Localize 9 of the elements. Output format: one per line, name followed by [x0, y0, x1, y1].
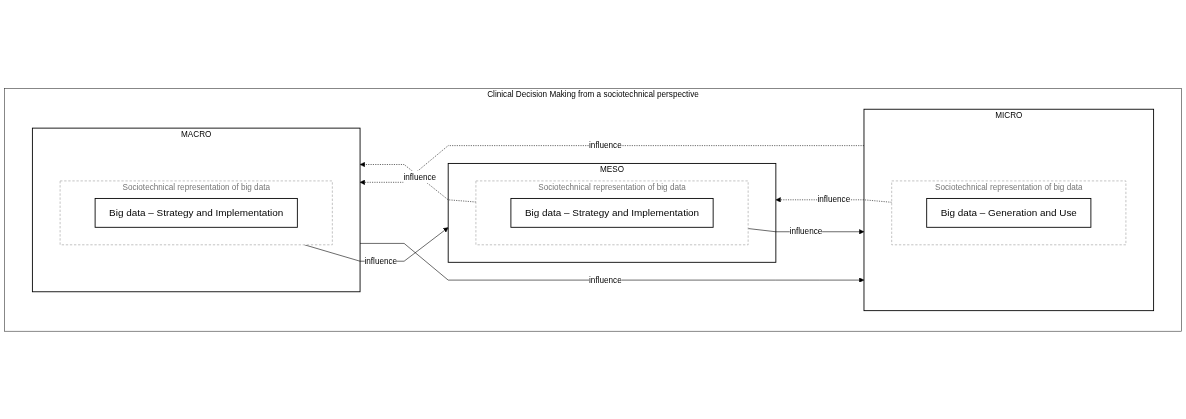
edge-label: influence	[817, 194, 851, 204]
edge-label: influence	[589, 140, 622, 150]
edge-label: influence	[364, 255, 398, 266]
edge-label: influence	[789, 226, 823, 236]
edge-label: influence	[589, 274, 622, 285]
node-box: Big data – Strategy and Implementation	[510, 197, 714, 228]
node-box: Big data – Generation and Use	[926, 197, 1092, 228]
edge-label: influence	[403, 171, 437, 181]
node-box: Big data – Strategy and Implementation	[94, 197, 298, 228]
